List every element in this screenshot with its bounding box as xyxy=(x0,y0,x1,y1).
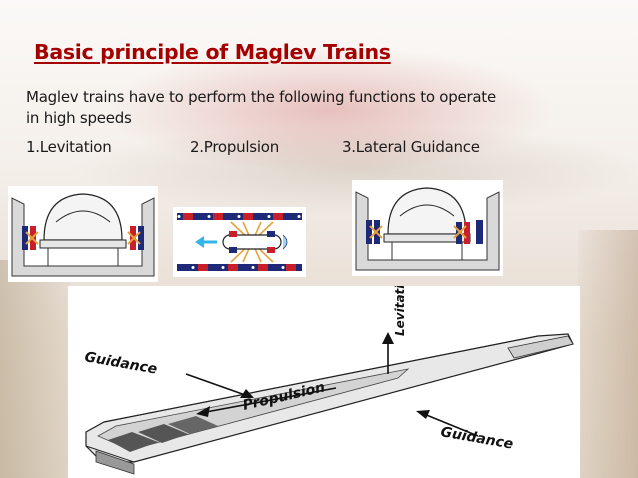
function-levitation: 1.Levitation xyxy=(26,138,112,156)
function-propulsion: 2.Propulsion xyxy=(190,138,279,156)
background-right-shade xyxy=(578,230,638,478)
intro-line-2: in high speeds xyxy=(26,108,132,127)
intro-line-1: Maglev trains have to perform the follow… xyxy=(26,88,496,106)
guideway-diagram: Guidance Propulsion Levitation Guidance xyxy=(68,286,580,478)
intro-text: Maglev trains have to perform the follow… xyxy=(26,87,496,128)
function-lateral-guidance: 3.Lateral Guidance xyxy=(342,138,480,156)
levitation-label: Levitation xyxy=(393,286,407,336)
guidance-right-label: Guidance xyxy=(439,424,514,453)
slide-title: Basic principle of Maglev Trains xyxy=(34,40,391,64)
guidance-diagram xyxy=(352,180,503,276)
propulsion-diagram xyxy=(173,207,306,277)
guidance-left-label: Guidance xyxy=(83,349,158,378)
levitation-diagram xyxy=(8,186,158,282)
background-left-shade xyxy=(0,260,70,478)
